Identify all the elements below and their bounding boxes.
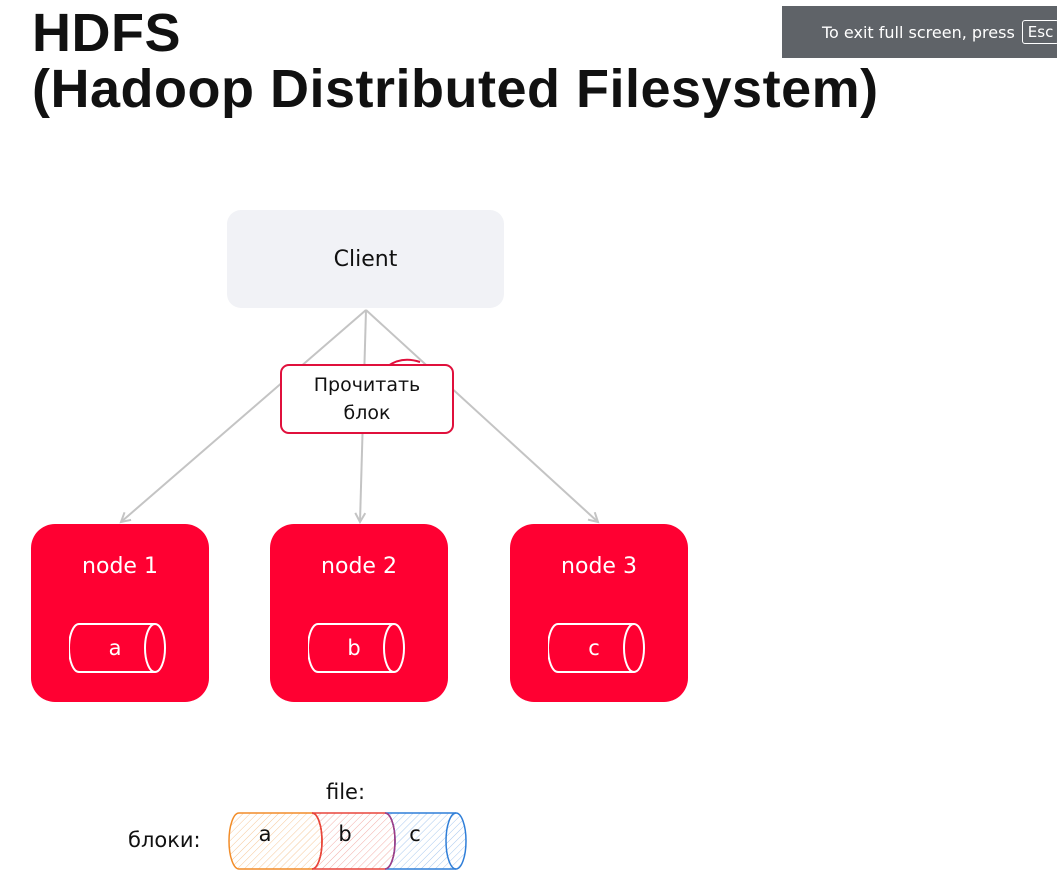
node-3-box: node 3 c bbox=[510, 524, 688, 702]
slide-title-line-2: (Hadoop Distributed Filesystem) bbox=[32, 59, 879, 119]
arrow-to-node-3 bbox=[365, 309, 598, 522]
node-1-label: node 1 bbox=[82, 554, 158, 579]
file-block-c-letter: c bbox=[409, 822, 421, 846]
cylinder-icon bbox=[547, 623, 645, 673]
node-2-block-cylinder: b bbox=[307, 622, 408, 674]
client-label: Client bbox=[333, 246, 398, 272]
read-block-label: Прочитать блок bbox=[280, 364, 454, 434]
node-3-block-letter: c bbox=[588, 636, 600, 660]
cylinder-icon bbox=[68, 623, 166, 673]
esc-key-badge: Esc bbox=[1021, 20, 1057, 44]
node-2-box: node 2 b bbox=[270, 524, 448, 702]
read-block-label-line-2: блок bbox=[343, 402, 391, 424]
fullscreen-notice-text: To exit full screen, press bbox=[822, 22, 1015, 42]
node-2-label: node 2 bbox=[321, 554, 397, 579]
node-1-block-cylinder: a bbox=[68, 622, 169, 674]
client-box: Client bbox=[227, 210, 504, 308]
read-block-label-line-1: Прочитать bbox=[313, 374, 421, 396]
blocks-label: блоки: bbox=[128, 828, 201, 852]
slide-title-line-1: HDFS bbox=[32, 3, 181, 63]
node-1-block-letter: a bbox=[108, 636, 122, 660]
arrow-to-node-1 bbox=[121, 309, 367, 522]
file-blocks-cylinder bbox=[228, 812, 467, 870]
node-3-block-cylinder: c bbox=[547, 622, 648, 674]
file-label: file: bbox=[326, 780, 366, 804]
cylinder-icon bbox=[307, 623, 405, 673]
fullscreen-exit-notice: To exit full screen, press Esc bbox=[782, 6, 1057, 58]
node-2-block-letter: b bbox=[347, 636, 361, 660]
file-block-a-letter: a bbox=[258, 822, 272, 846]
file-block-b-letter: b bbox=[338, 822, 352, 846]
node-1-box: node 1 a bbox=[31, 524, 209, 702]
node-3-label: node 3 bbox=[561, 554, 637, 579]
